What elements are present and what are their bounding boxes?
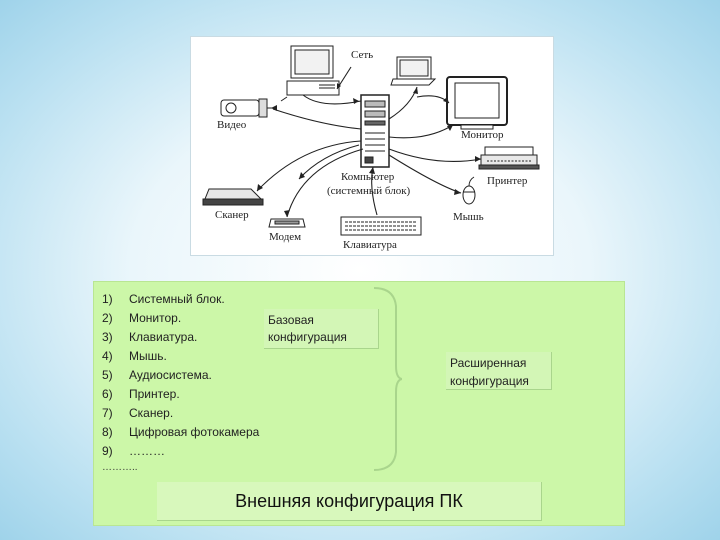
printer-icon (478, 146, 540, 170)
computer-label: Компьютер (341, 171, 395, 183)
printer-arrow (388, 148, 482, 163)
list-item-text: Системный блок. (129, 292, 225, 306)
pc-diagram: Сеть Видео Монитор Компьютер (системный … (190, 36, 554, 256)
mouse-icon (462, 176, 476, 205)
network-computer-icon (280, 45, 340, 102)
modem-arrow (286, 148, 364, 218)
list-item-text: Аудиосистема. (129, 368, 212, 382)
network-arrow (302, 94, 362, 105)
list-item-number: 5) (102, 368, 113, 382)
list-item-number: 3) (102, 330, 113, 344)
modem-icon (268, 218, 306, 228)
printer-label: Принтер (487, 175, 528, 187)
list-item-number: 1) (102, 292, 113, 306)
list-item-text: Цифровая фотокамера (129, 425, 260, 439)
sys-arrow-3 (298, 144, 360, 180)
extended-configuration-line2: конфигурация (450, 374, 529, 388)
list-item-text: Принтер. (129, 387, 180, 401)
list-item-text: Клавиатура. (129, 330, 198, 344)
list-item-number: 8) (102, 425, 113, 439)
basic-configuration-line2: конфигурация (268, 330, 347, 344)
network-label: Сеть (351, 49, 374, 61)
video-label: Видео (217, 119, 247, 131)
extended-configuration-box: Расширенная конфигурация (446, 352, 552, 390)
scanner-arrow (256, 140, 362, 192)
extended-configuration-line1: Расширенная (450, 356, 527, 370)
list-item-text: Монитор. (129, 311, 182, 325)
basic-configuration-box: Базовая конфигурация (264, 309, 379, 349)
keyboard-label: Клавиатура (343, 239, 397, 251)
modem-label: Модем (269, 231, 302, 243)
keyboard-icon (340, 216, 422, 236)
list-item-number: 9) (102, 444, 113, 458)
list-item-number: 6) (102, 387, 113, 401)
monitor-arrow (388, 124, 454, 139)
video-camera-icon (220, 98, 273, 118)
list-item-text: ……… (129, 444, 165, 458)
system-unit-icon (360, 94, 390, 168)
right-brace-icon (373, 287, 402, 471)
laptop-icon (390, 56, 437, 86)
list-item-number: 4) (102, 349, 113, 363)
list-item-number: 2) (102, 311, 113, 325)
list-item-number: 7) (102, 406, 113, 420)
scanner-icon (202, 188, 264, 206)
monitor-label: Монитор (461, 129, 504, 141)
pc-diagram-drawing (202, 45, 540, 236)
list-ellipsis: ……….. (102, 462, 138, 473)
basic-configuration-line1: Базовая (268, 313, 314, 327)
computer-monitor-arrow (416, 95, 450, 104)
list-item-text: Сканер. (129, 406, 174, 420)
monitor-icon (446, 76, 508, 130)
system-unit-label: (системный блок) (327, 185, 411, 197)
mouse-label: Мышь (453, 211, 484, 223)
laptop-arrow (388, 86, 418, 120)
list-item-text: Мышь. (129, 349, 167, 363)
video-arrow (272, 108, 362, 130)
page-title: Внешняя конфигурация ПК (157, 482, 542, 521)
scanner-label: Сканер (215, 209, 249, 221)
configuration-panel: 1) Системный блок. 2) Монитор. 3) Клавиа… (93, 281, 625, 526)
